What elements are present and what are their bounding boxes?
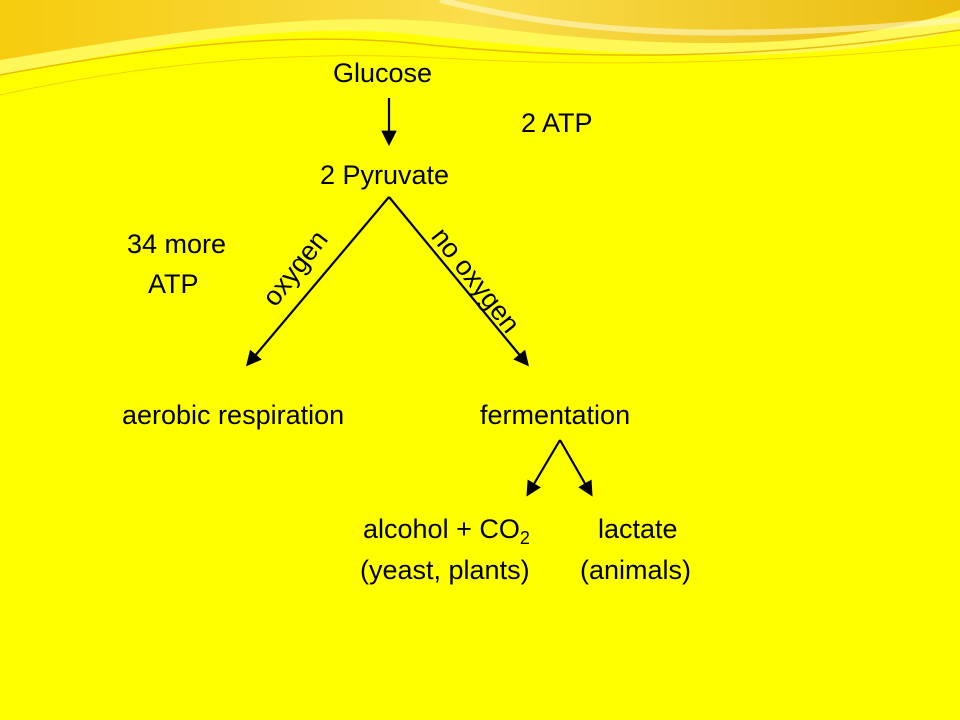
arrow-to-lactate	[559, 439, 593, 497]
annotation-glycolysis-atp: 2 ATP	[521, 108, 593, 138]
arrow-no-oxygen	[388, 196, 529, 367]
annotation-aerobic-atp-line2: ATP	[148, 269, 199, 299]
annotation-aerobic-atp-line1: 34 more	[127, 229, 227, 259]
node-alcohol-co2: alcohol + CO2	[363, 514, 530, 548]
node-lactate-organisms: (animals)	[580, 555, 692, 585]
node-fermentation: fermentation	[480, 400, 631, 430]
node-lactate: lactate	[598, 514, 678, 544]
node-aerobic-respiration: aerobic respiration	[122, 400, 345, 430]
arrow-oxygen	[246, 196, 390, 367]
node-pyruvate: 2 Pyruvate	[320, 160, 450, 190]
node-glucose: Glucose	[333, 58, 433, 88]
alcohol-co2-subscript: 2	[519, 528, 530, 548]
top-swoosh-decoration	[0, 0, 960, 96]
arrow-to-alcohol	[526, 439, 561, 497]
node-alcohol-organisms: (yeast, plants)	[360, 555, 530, 585]
alcohol-co2-main: alcohol + CO	[363, 514, 520, 544]
